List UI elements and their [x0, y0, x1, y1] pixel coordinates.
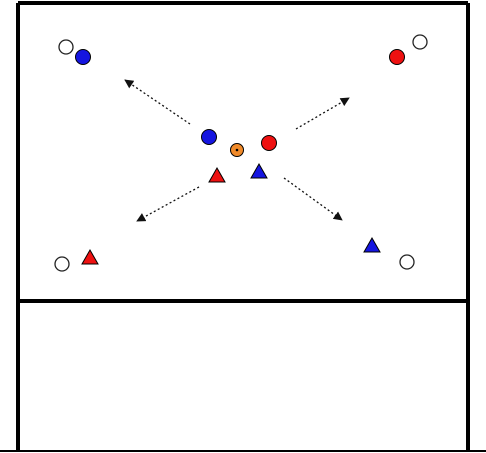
blue-circle-player-icon — [201, 129, 217, 145]
circle-players — [75, 49, 405, 151]
movement-arrow-top-left — [124, 79, 191, 125]
blue-triangle-player-icon — [250, 162, 268, 179]
triangle-players — [81, 162, 381, 265]
ball-icon — [230, 143, 244, 157]
movement-arrows — [124, 79, 350, 222]
movement-arrow-bottom-left — [136, 186, 200, 222]
movement-arrow-top-right — [295, 97, 350, 130]
cone-icon — [399, 254, 415, 270]
cone-icon — [58, 39, 74, 55]
blue-circle-player-icon — [75, 49, 91, 65]
red-triangle-player-icon — [208, 166, 226, 183]
red-circle-player-icon — [261, 135, 277, 151]
cone-icon — [412, 34, 428, 50]
cones — [54, 34, 428, 272]
movement-arrow-bottom-right — [283, 177, 343, 221]
cone-icon — [54, 256, 70, 272]
red-triangle-player-icon — [81, 248, 99, 265]
blue-triangle-player-icon — [363, 236, 381, 253]
field-outline — [16, 1, 470, 451]
red-circle-player-icon — [389, 49, 405, 65]
